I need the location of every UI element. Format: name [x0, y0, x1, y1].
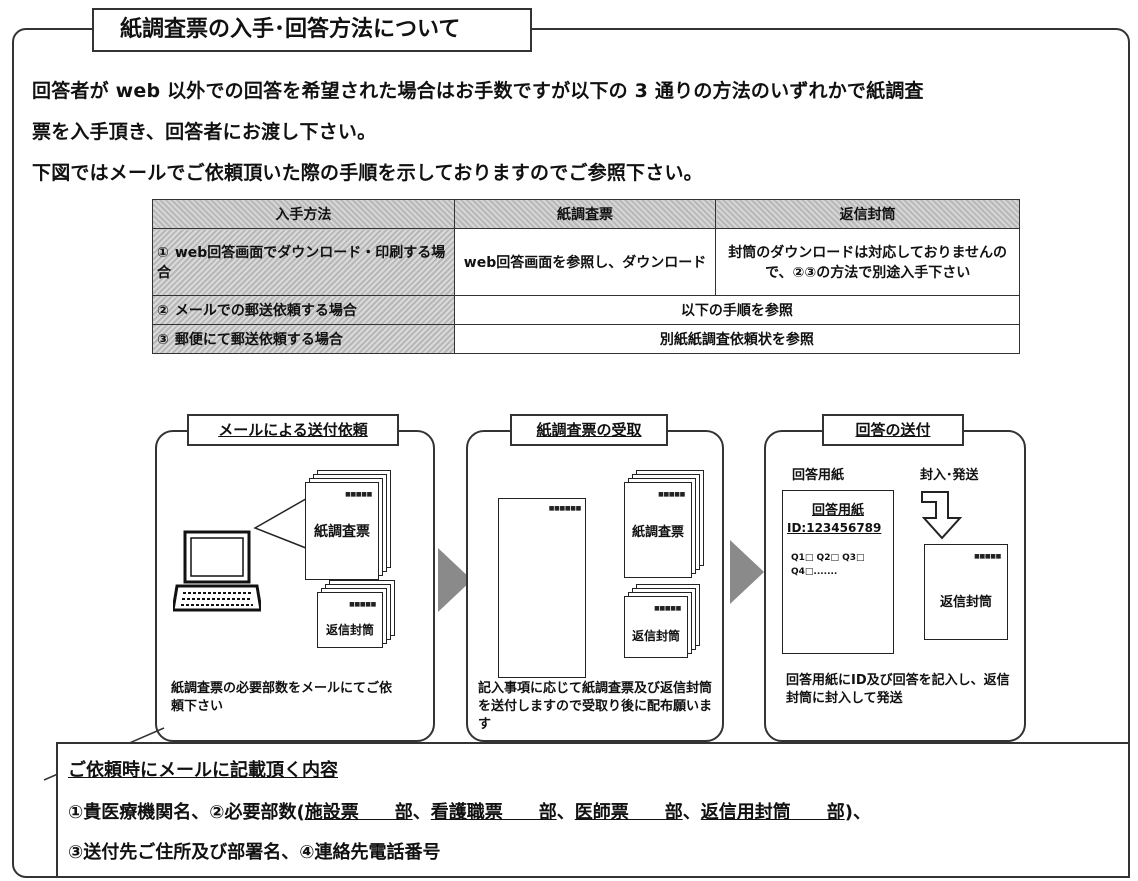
return-envelope-doc: ■■■■■ 返信封筒: [924, 544, 1008, 640]
table-row: ② メールでの郵送依頼する場合 以下の手順を参照: [152, 295, 1021, 325]
paper-survey-doc: ■■■■■ 紙調査票: [624, 482, 692, 578]
separator: 、: [682, 802, 701, 823]
sheet-questions-2: Q4□.......: [791, 567, 838, 577]
step-caption: 回答用紙にID及び回答を記入し、返信封筒に封入して発送: [786, 673, 1010, 706]
row-number: ①: [157, 245, 169, 261]
request-line-1: ①貴医療機関名、②必要部数(施設票 部、看護職票 部、医師票 部、返信用封筒 部…: [68, 798, 871, 824]
sheet-questions-1: Q1□ Q2□ Q3□: [791, 553, 865, 563]
arrow-bend-down-icon: [921, 491, 963, 540]
return-envelope-doc: ■■■■■ 返信封筒: [624, 596, 688, 658]
paper-cell: web回答画面を参照し、ダウンロード: [453, 228, 717, 296]
doc-tag: ■■■■■■: [548, 505, 582, 512]
header-method: 入手方法: [152, 199, 455, 229]
table-row: ③ 郵便にて郵送依頼する場合 別紙紙調査依頼状を参照: [152, 324, 1021, 354]
step-title: メールによる送付依頼: [187, 414, 399, 446]
doc-tag: ■■■■■: [974, 553, 1001, 560]
doc-label: 紙調査票: [631, 525, 684, 540]
request-box: ご依頼時にメールに記載頂く内容 ①貴医療機関名、②必要部数(施設票 部、看護職票…: [56, 742, 1130, 878]
separator: 、: [556, 802, 575, 823]
label-answer-sheet: 回答用紙: [792, 468, 845, 483]
label-enclose-send: 封入･発送: [920, 468, 979, 483]
doc-tag: ■■■■■: [654, 605, 681, 612]
item-envelope: 返信用封筒 部: [700, 802, 845, 823]
step-title: 紙調査票の受取: [510, 414, 668, 446]
paper-survey-doc: ■■■■■ 紙調査票: [305, 482, 379, 580]
merged-cell: 以下の手順を参照: [453, 295, 1021, 325]
return-envelope-doc: ■■■■■ 返信封筒: [317, 592, 383, 648]
sheet-id: ID:123456789: [787, 521, 882, 535]
table-header-row: 入手方法 紙調査票 返信封筒: [152, 199, 1020, 229]
doc-tag: ■■■■■: [658, 491, 685, 498]
item-facility: 施設票 部: [304, 802, 413, 823]
item-doctor: 医師票 部: [574, 802, 683, 823]
section-title: 紙調査票の入手･回答方法について: [92, 8, 532, 52]
item-nurse: 看護職票 部: [430, 802, 557, 823]
step-caption: 記入事項に応じて紙調査票及び返信封筒を送付しますので受取り後に配布願います: [478, 681, 713, 732]
separator: 、: [412, 802, 431, 823]
row-number: ②: [157, 303, 169, 319]
letter-doc: ■■■■■■: [498, 498, 586, 678]
method-text: web回答画面でダウンロード・印刷する場合: [157, 245, 446, 281]
doc-label: 紙調査票: [314, 524, 370, 540]
method-cell: ③ 郵便にて郵送依頼する場合: [152, 324, 455, 354]
doc-tag: ■■■■■: [345, 491, 372, 498]
envelope-cell: 封筒のダウンロードは対応しておりませんので、②③の方法で別途入手下さい: [715, 228, 1020, 296]
method-text: 郵便にて郵送依頼する場合: [174, 332, 343, 348]
callout-pointer-icon: [253, 495, 312, 551]
request-suffix: )、: [844, 802, 871, 823]
request-prefix: ①貴医療機関名、②必要部数(: [68, 802, 305, 823]
method-text: メールでの郵送依頼する場合: [174, 303, 357, 319]
request-heading: ご依頼時にメールに記載頂く内容: [68, 760, 338, 781]
intro-line-3: 下図ではメールでご依頼頂いた際の手順を示しておりますのでご参照下さい。: [32, 162, 703, 184]
step-mail-request: メールによる送付依頼 ■■■■■ 紙調査票 ■■■■■ 返信封筒 紙調査票の必要…: [155, 414, 435, 742]
intro-line-1: 回答者が web 以外での回答を希望された場合はお手数ですが以下の 3 通りの方…: [32, 80, 924, 102]
step-caption: 紙調査票の必要部数をメールにてご依頼下さい: [171, 681, 393, 714]
step-send-answer: 回答の送付 回答用紙 封入･発送 回答用紙 ID:123456789 Q1□ Q…: [764, 414, 1026, 742]
arrow-right-icon: [730, 540, 764, 604]
doc-label: 返信封筒: [325, 623, 374, 637]
step-receive-survey: 紙調査票の受取 ■■■■■■ ■■■■■ 紙調査票 ■■■■■ 返信封筒 記入事…: [466, 414, 724, 742]
answer-sheet-doc: 回答用紙 ID:123456789 Q1□ Q2□ Q3□ Q4□.......: [782, 490, 894, 654]
header-paper: 紙調査票: [453, 199, 717, 229]
method-cell: ② メールでの郵送依頼する場合: [152, 295, 455, 325]
request-line-2: ③送付先ご住所及び部署名、④連絡先電話番号: [68, 842, 441, 863]
doc-label: 返信封筒: [631, 629, 680, 643]
sheet-title: 回答用紙: [811, 503, 864, 518]
intro-line-2: 票を入手頂き、回答者にお渡し下さい。: [32, 121, 377, 143]
doc-label: 返信封筒: [939, 595, 992, 610]
row-number: ③: [157, 332, 169, 348]
header-envelope: 返信封筒: [715, 199, 1020, 229]
doc-tag: ■■■■■: [349, 601, 376, 608]
step-title: 回答の送付: [822, 414, 964, 446]
merged-cell: 別紙紙調査依頼状を参照: [453, 324, 1021, 354]
laptop-icon: [173, 530, 261, 612]
